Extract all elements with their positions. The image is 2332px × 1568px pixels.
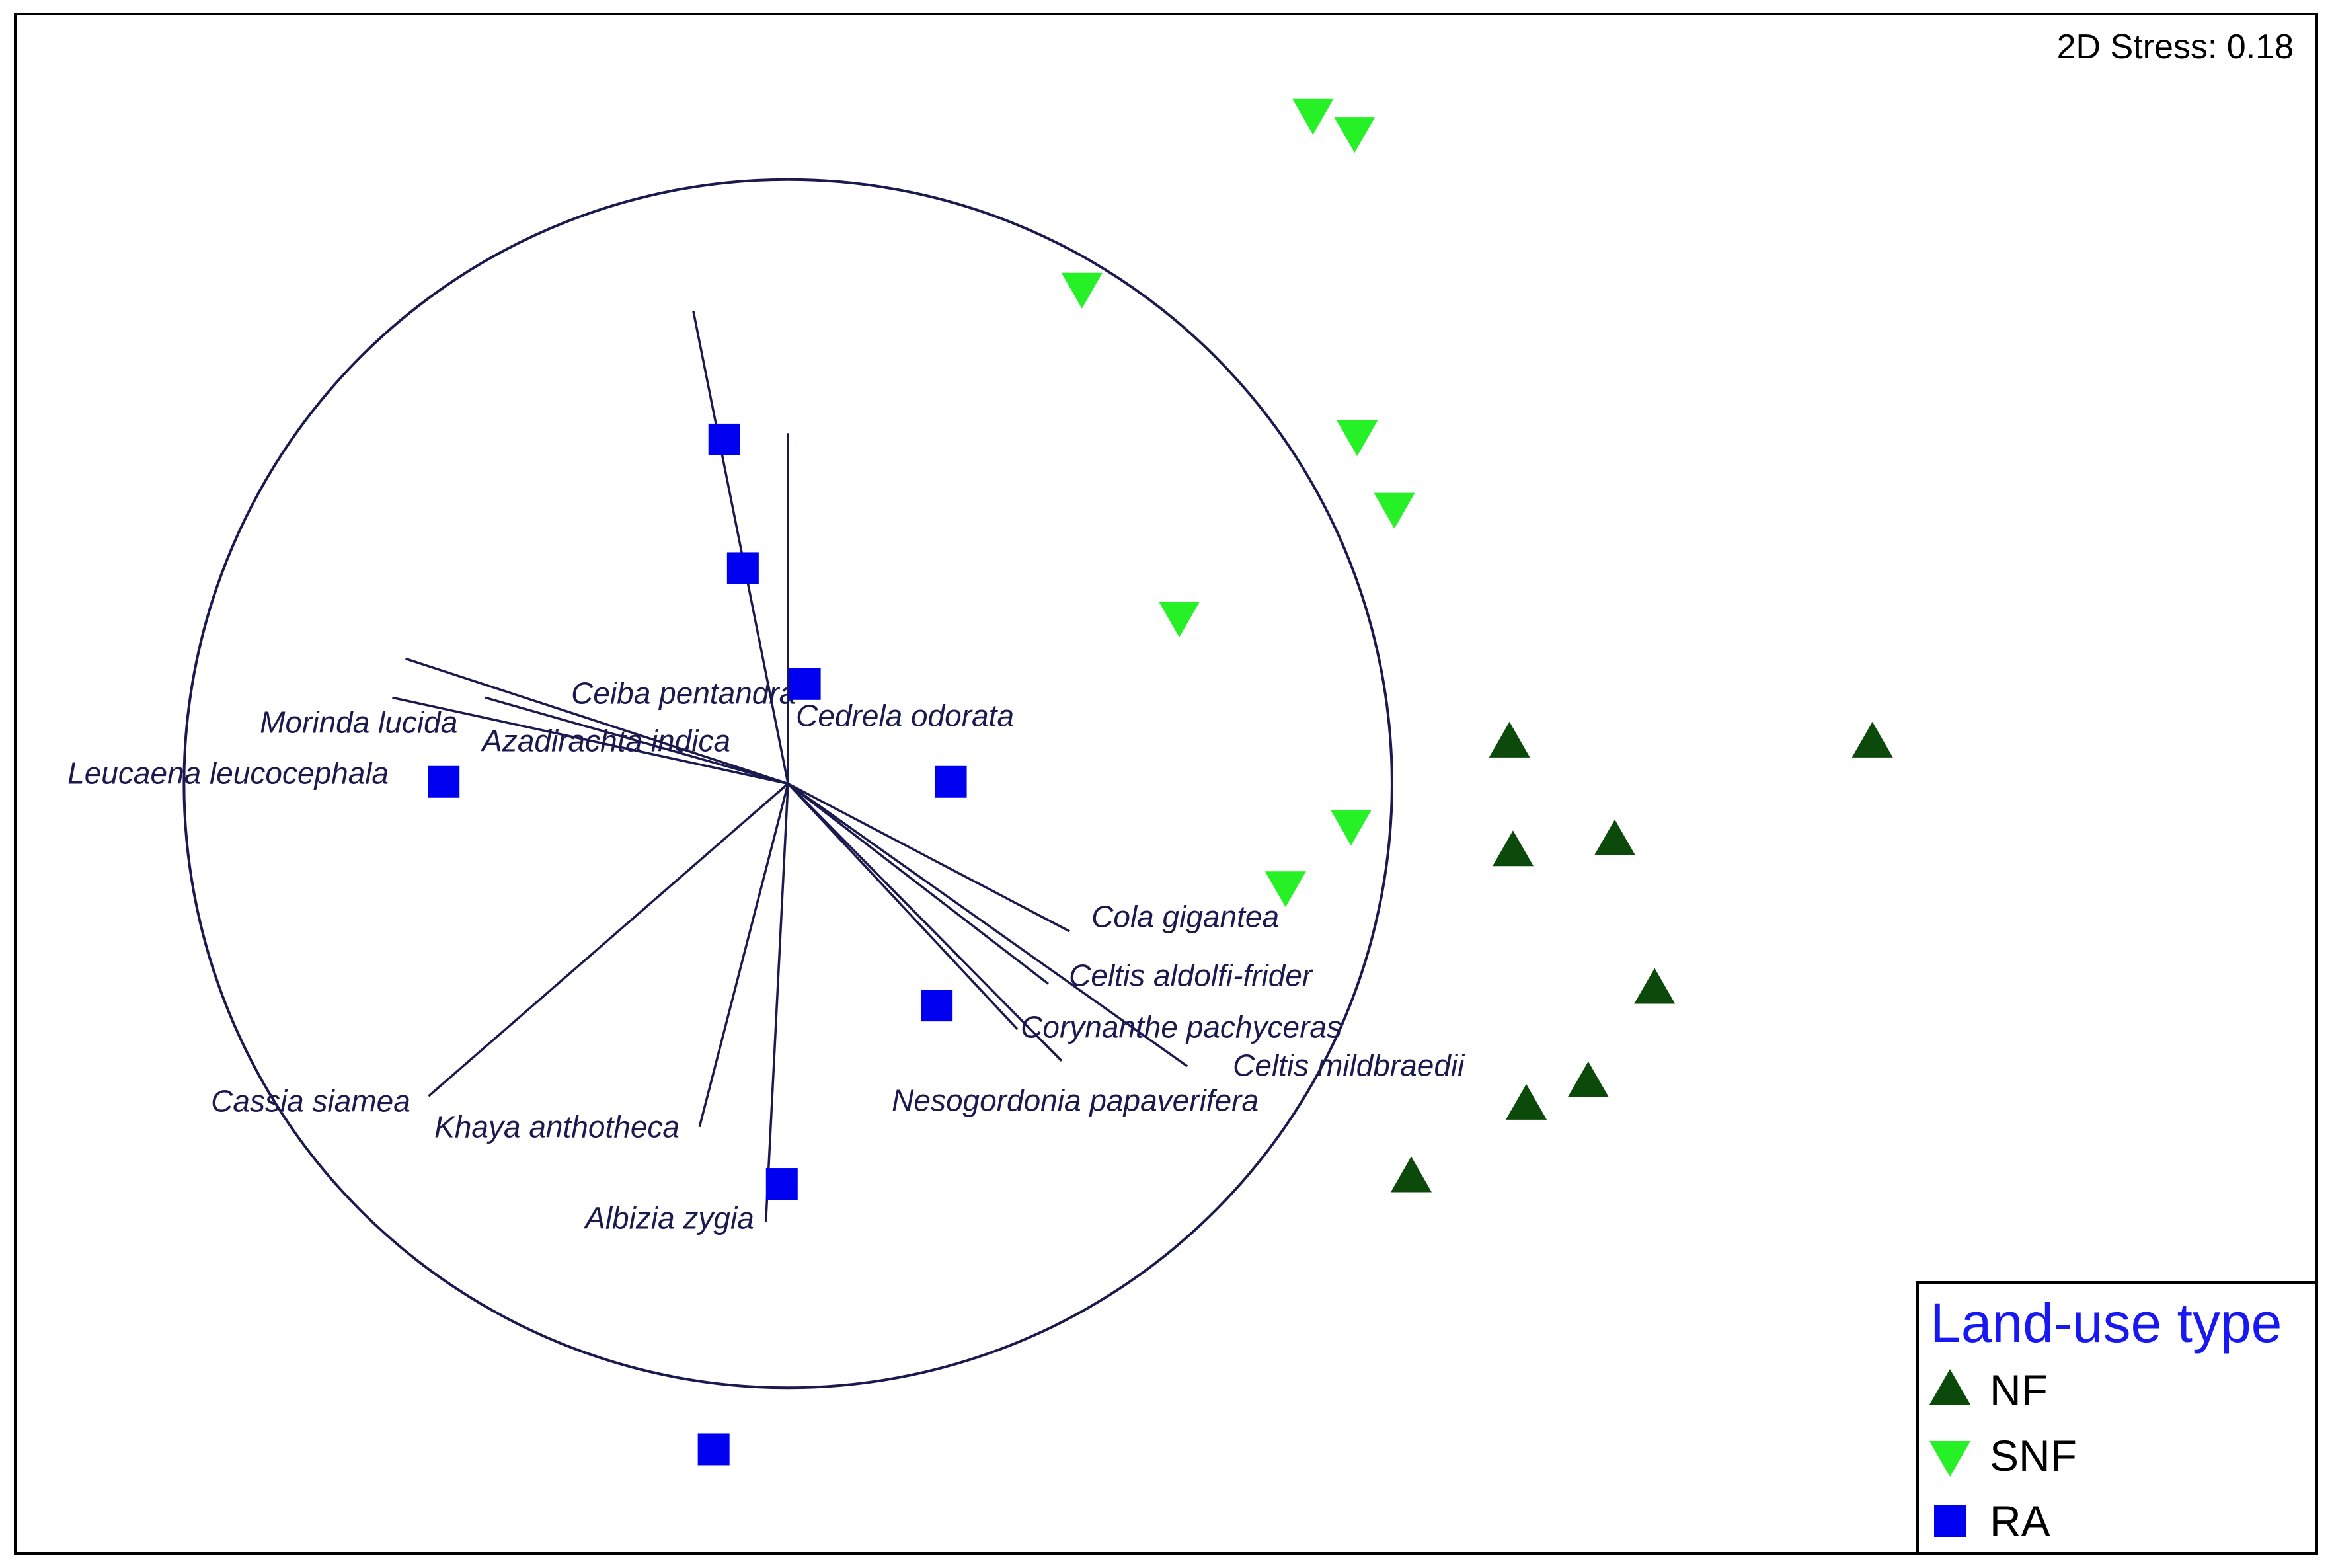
- point-ra: [921, 990, 953, 1022]
- species-vector: [698, 783, 789, 1128]
- point-snf: [1264, 871, 1306, 908]
- legend-entries: NF SNF RA: [1929, 1366, 2077, 1546]
- point-nf: [1492, 830, 1534, 867]
- point-ra: [935, 765, 967, 798]
- species-label: Albizia zygia: [583, 1201, 754, 1235]
- point-nf: [1634, 968, 1676, 1004]
- legend-label-nf: NF: [1990, 1366, 2048, 1415]
- point-snf: [1330, 810, 1372, 846]
- species-label: Celtis aldolfi-frider: [1069, 959, 1313, 993]
- point-ra: [789, 668, 821, 700]
- legend-marker-snf: [1929, 1441, 1970, 1477]
- point-snf: [1159, 602, 1200, 638]
- species-vector: [787, 783, 1049, 985]
- point-nf: [1489, 721, 1530, 758]
- legend-box: [1916, 1281, 2318, 1555]
- species-label: Leucaena leucocephala: [67, 756, 389, 791]
- species-vector: [692, 311, 789, 784]
- point-ra: [428, 765, 460, 798]
- species-label: Corynanthe pachyceras: [1021, 1010, 1342, 1044]
- point-ra: [697, 1433, 730, 1466]
- point-ra: [708, 423, 740, 455]
- species-label: Cassia siamea: [211, 1084, 410, 1118]
- point-nf: [1506, 1083, 1547, 1120]
- species-vector: [428, 783, 789, 1097]
- species-label: Morinda lucida: [260, 705, 457, 740]
- point-snf: [1292, 98, 1334, 135]
- species-vector: [787, 782, 1070, 933]
- species-vector: [392, 696, 789, 785]
- correlation-circle: [182, 178, 1393, 1390]
- point-snf: [1334, 117, 1376, 153]
- species-vector: [787, 783, 1188, 1068]
- species-vector: [787, 783, 1019, 1030]
- species-label: Cola gigantea: [1091, 900, 1279, 934]
- point-nf: [1390, 1156, 1432, 1193]
- species-vector: [405, 657, 789, 785]
- legend-title: Land-use type: [1930, 1292, 2282, 1354]
- legend-marker-ra: [1934, 1505, 1966, 1537]
- stress-label: 2D Stress: 0.18: [2057, 28, 2294, 66]
- species-vector: [764, 783, 789, 1222]
- point-ra: [726, 552, 759, 584]
- legend-label-ra: RA: [1990, 1497, 2050, 1546]
- legend-label-snf: SNF: [1990, 1431, 2077, 1480]
- point-snf: [1374, 492, 1415, 529]
- species-label: Celtis mildbraedii: [1233, 1048, 1465, 1083]
- legend-marker-nf: [1929, 1369, 1970, 1405]
- point-snf: [1061, 272, 1103, 309]
- species-label: Ceiba pentandra: [571, 676, 796, 711]
- species-vector: [485, 696, 789, 785]
- sample-points: [428, 98, 1893, 1466]
- point-nf: [1594, 819, 1635, 855]
- point-nf: [1851, 721, 1893, 758]
- species-label: Azadirachta indica: [480, 724, 730, 758]
- point-ra: [765, 1168, 798, 1200]
- point-snf: [1337, 420, 1378, 457]
- species-label: Khaya anthotheca: [434, 1110, 680, 1144]
- legend: Land-use type NF SNF RA: [1916, 1281, 2318, 1555]
- species-vector: [787, 783, 1063, 1062]
- species-label: Cedrela odorata: [796, 699, 1014, 733]
- point-nf: [1567, 1061, 1609, 1097]
- species-label: Nesogordonia papaverifera: [892, 1083, 1259, 1118]
